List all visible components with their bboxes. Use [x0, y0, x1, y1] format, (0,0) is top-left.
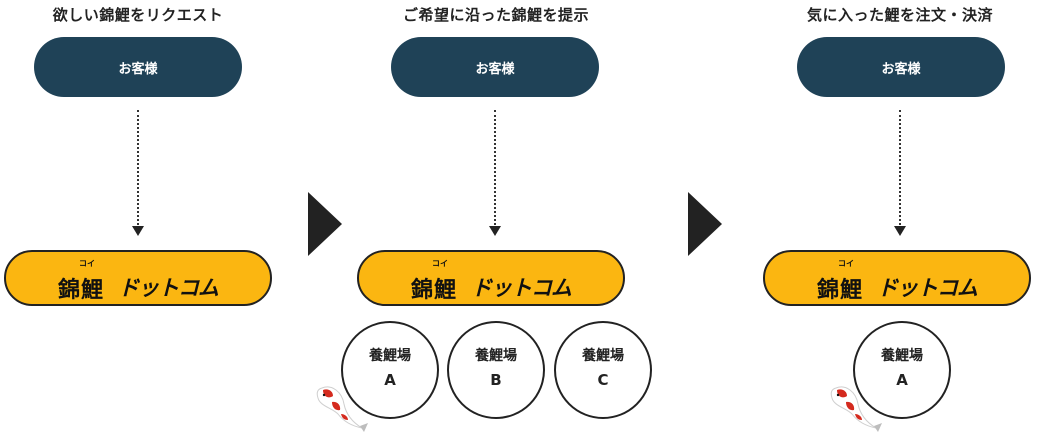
farm-name: 養鯉場 — [881, 348, 923, 364]
step-3-customer-node: お客様 — [797, 37, 1005, 97]
step-2-farm-c: 養鯉場 C — [554, 321, 652, 419]
step-3-title: 気に入った鯉を注文・決済 — [806, 6, 994, 24]
step-3-down-arrow-icon — [894, 226, 906, 236]
farm-letter: C — [597, 371, 609, 389]
step-1-customer-label: お客様 — [118, 61, 158, 77]
step-2-customer-node: お客様 — [391, 37, 599, 97]
step-2-title: ご希望に沿った錦鯉を提示 — [402, 6, 590, 24]
step-2-koi-fish-icon — [316, 386, 368, 432]
step-2-service-kanji: 錦鯉 — [411, 278, 458, 303]
farm-letter: B — [490, 371, 502, 389]
step-1-title: 欲しい錦鯉をリクエスト — [52, 6, 224, 24]
farm-name: 養鯉場 — [582, 348, 624, 364]
step-2-service-logo: コイ 錦鯉 ドットコム — [357, 250, 625, 306]
step-1-service-logo: コイ 錦鯉 ドットコム — [4, 250, 272, 306]
step-2-down-arrow-icon — [489, 226, 501, 236]
step-3-service-logo: コイ 錦鯉 ドットコム — [763, 250, 1031, 306]
step-3-service-kanji: 錦鯉 — [817, 278, 864, 303]
step-1-down-arrow-icon — [132, 226, 144, 236]
chevron-right-icon — [688, 192, 722, 256]
farm-letter: A — [384, 371, 396, 389]
step-1-service-ruby: コイ — [79, 259, 95, 268]
farm-name: 養鯉場 — [475, 348, 517, 364]
farm-name: 養鯉場 — [369, 348, 411, 364]
step-3-customer-label: お客様 — [881, 61, 921, 77]
step-2-service-ruby: コイ — [432, 259, 448, 268]
step-3-farm-a: 養鯉場 A — [853, 321, 951, 419]
step-3-koi-fish-icon — [830, 386, 882, 432]
step-1-service-kanji: 錦鯉 — [58, 278, 105, 303]
step-2-service-katakana: ドットコム — [471, 276, 572, 300]
step-3-service-katakana: ドットコム — [877, 276, 978, 300]
step-2-farm-a: 養鯉場 A — [341, 321, 439, 419]
chevron-right-icon — [308, 192, 342, 256]
step-1-connector — [137, 110, 139, 225]
step-3-service-ruby: コイ — [838, 259, 854, 268]
step-1-service-katakana: ドットコム — [118, 276, 219, 300]
farm-letter: A — [896, 371, 908, 389]
step-2-farm-b: 養鯉場 B — [447, 321, 545, 419]
step-2-connector — [494, 110, 496, 225]
step-3-connector — [899, 110, 901, 225]
step-1-customer-node: お客様 — [34, 37, 242, 97]
step-2-customer-label: お客様 — [475, 61, 515, 77]
